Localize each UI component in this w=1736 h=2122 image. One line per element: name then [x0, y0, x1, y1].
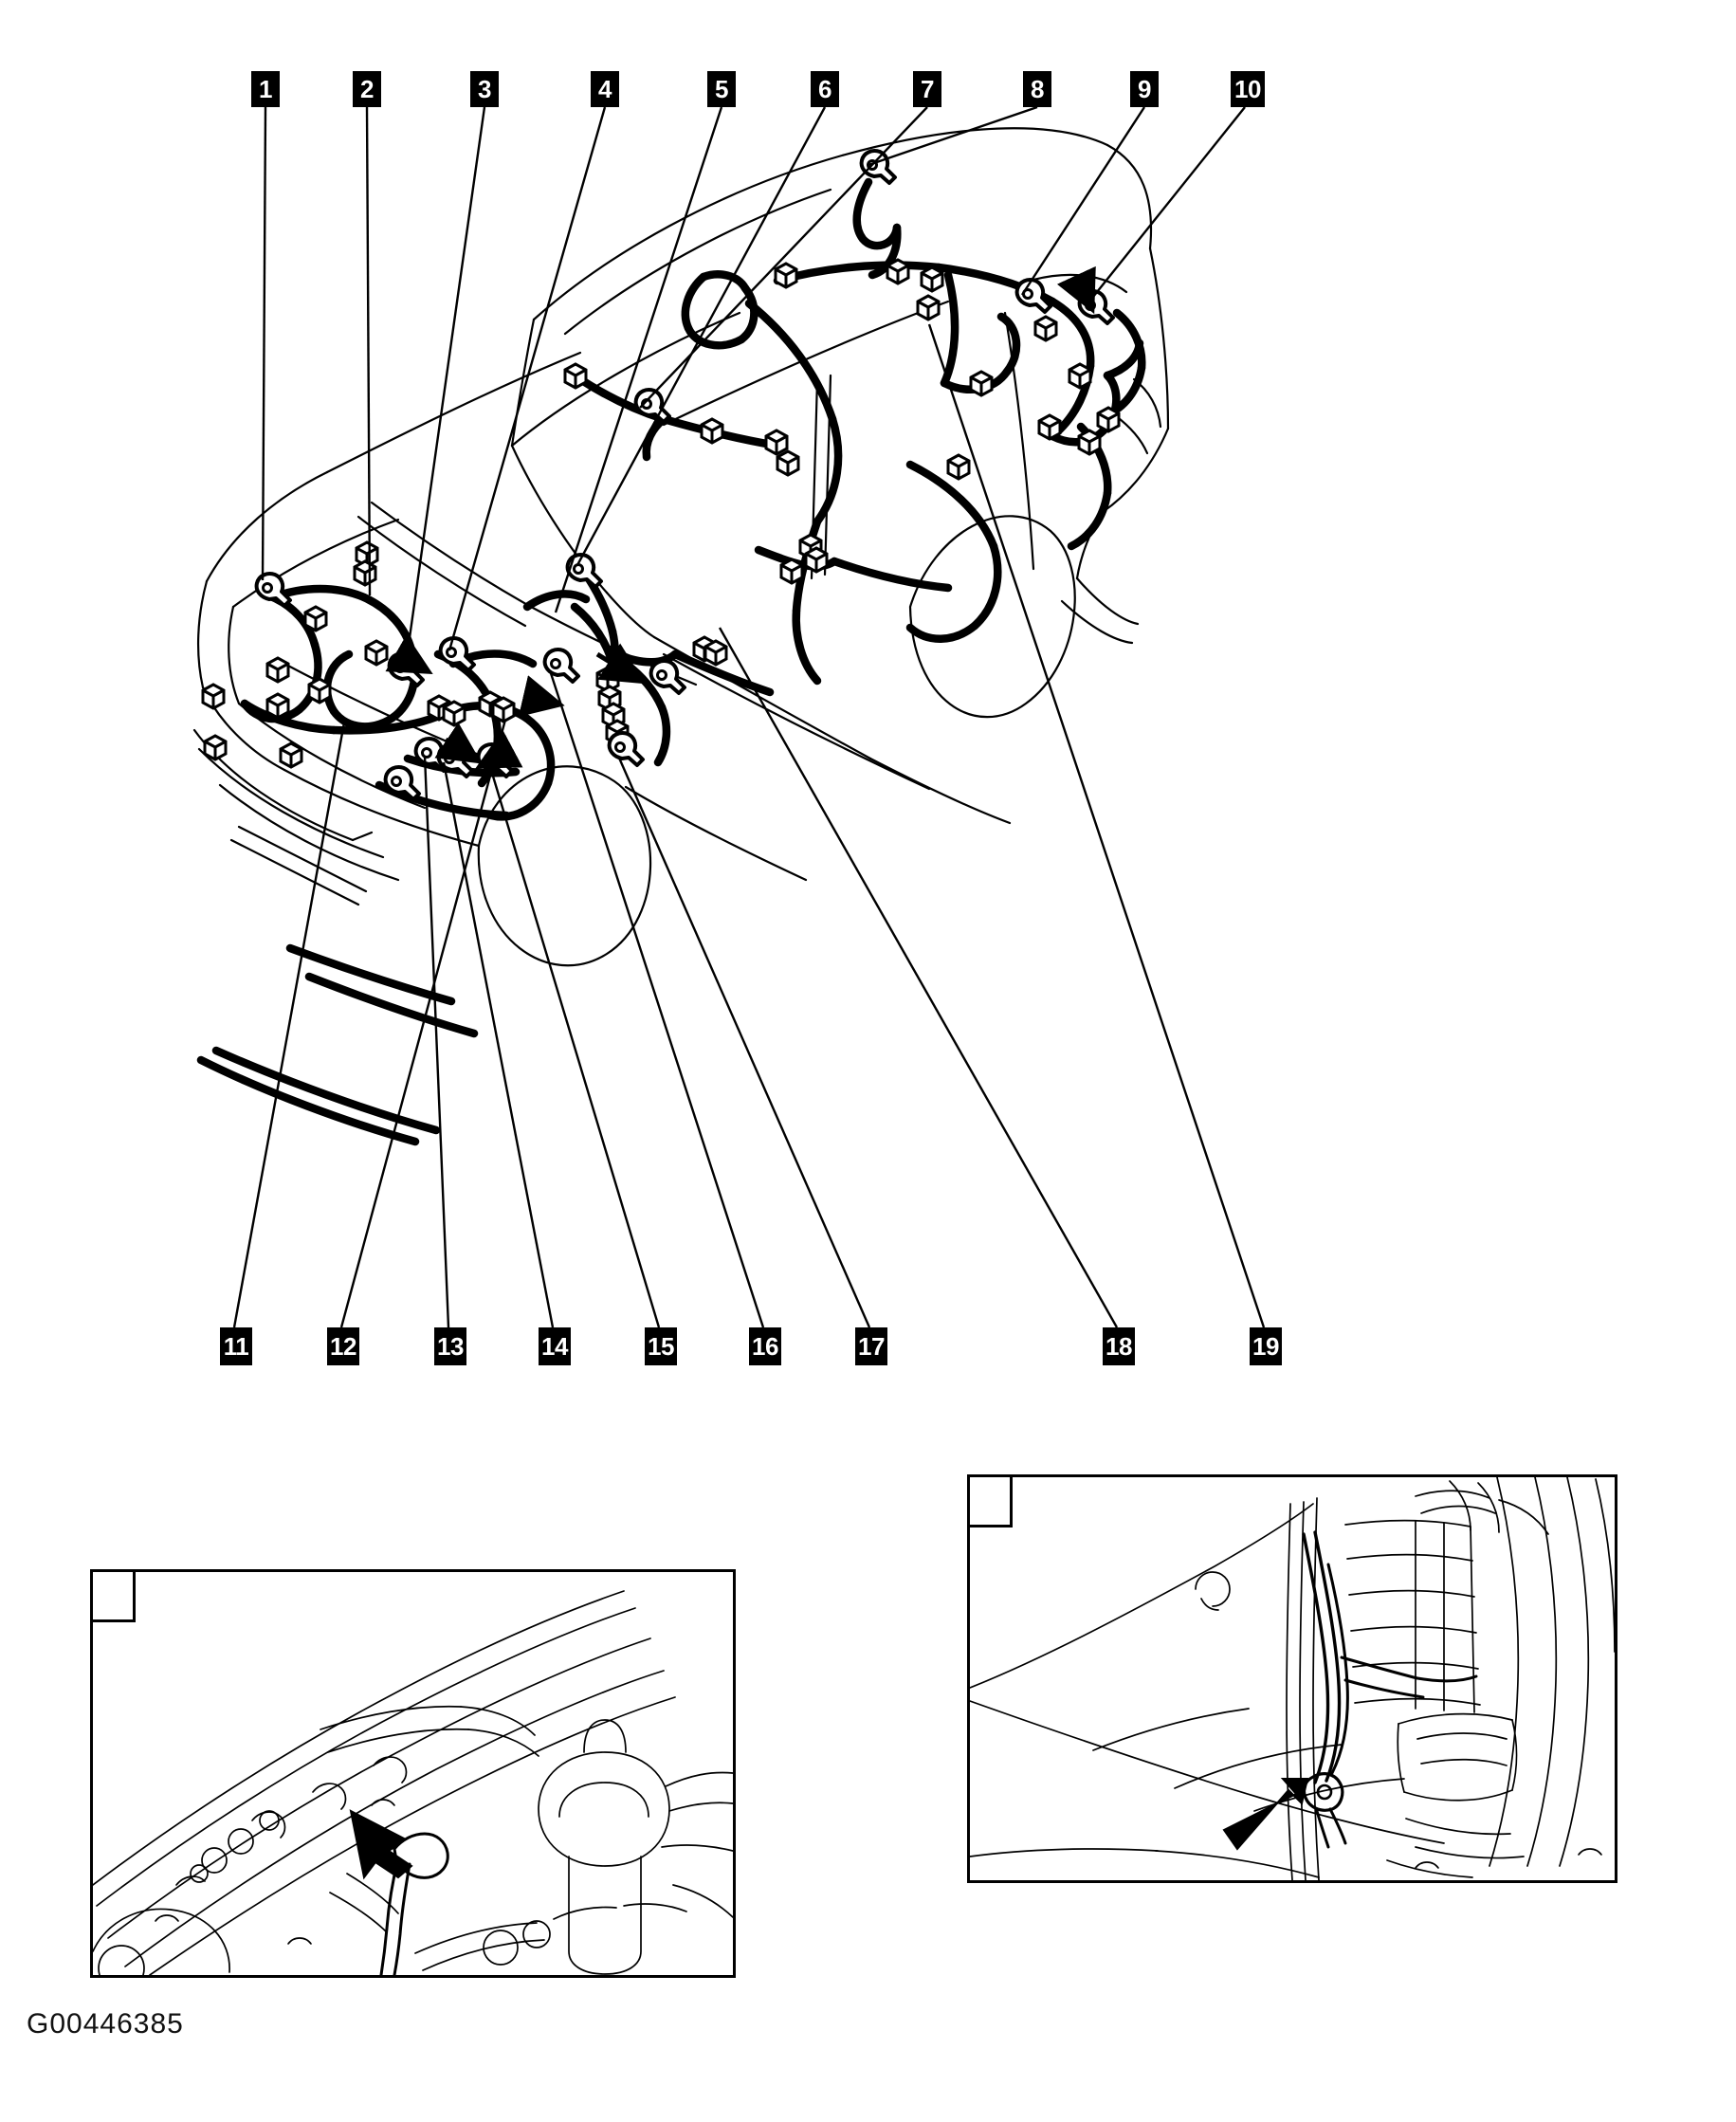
callout-badge-1[interactable]: 1: [251, 71, 280, 107]
callout-badge-2[interactable]: 2: [353, 71, 381, 107]
callout-leader-lines: [232, 105, 1266, 1328]
pointer-arrow-icon: [349, 1809, 413, 1880]
callout-badge-15[interactable]: 15: [645, 1327, 677, 1365]
inset-panel-2-artwork: [970, 1477, 1615, 1880]
inset-panel-2-badge: 2: [970, 1477, 1013, 1527]
callout-badge-13[interactable]: 13: [434, 1327, 466, 1365]
inset-panel-1-artwork: [93, 1590, 733, 1975]
callout-badge-3[interactable]: 3: [470, 71, 499, 107]
callout-badge-12[interactable]: 12: [327, 1327, 359, 1365]
callout-badge-5[interactable]: 5: [707, 71, 736, 107]
callout-badge-4[interactable]: 4: [591, 71, 619, 107]
inset-panel-2[interactable]: 2: [967, 1474, 1617, 1883]
callout-badge-17[interactable]: 17: [855, 1327, 887, 1365]
callout-badge-10[interactable]: 10: [1231, 71, 1265, 107]
callout-badge-14[interactable]: 14: [539, 1327, 571, 1365]
inset-panel-1[interactable]: 1: [90, 1569, 736, 1978]
pointer-arrow-icon: [1222, 1778, 1309, 1851]
callout-badge-16[interactable]: 16: [749, 1327, 781, 1365]
callout-badge-8[interactable]: 8: [1023, 71, 1051, 107]
callout-badge-18[interactable]: 18: [1103, 1327, 1135, 1365]
callout-badge-7[interactable]: 7: [913, 71, 941, 107]
inset-panel-1-badge: 1: [93, 1572, 136, 1622]
figure-id-label: G00446385: [27, 2008, 184, 2040]
callout-badge-6[interactable]: 6: [811, 71, 839, 107]
callout-badge-9[interactable]: 9: [1130, 71, 1159, 107]
callout-badge-11[interactable]: 11: [220, 1327, 252, 1365]
callout-badge-19[interactable]: 19: [1250, 1327, 1282, 1365]
